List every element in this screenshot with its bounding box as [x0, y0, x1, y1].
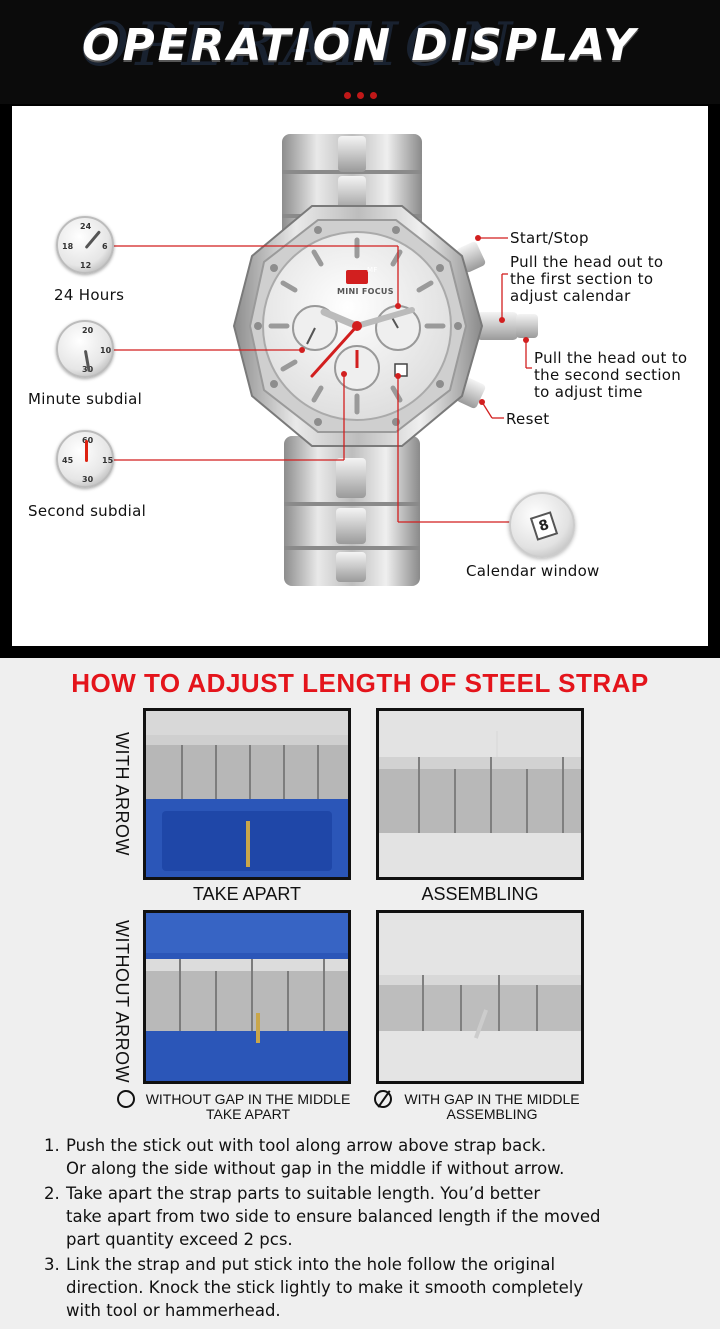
note-with-gap: WITH GAP IN THE MIDDLE ASSEMBLING — [404, 1091, 580, 1122]
slashed-circle-icon — [374, 1090, 392, 1108]
feature-label-minute-subdial: Minute subdial — [28, 390, 143, 408]
feature-label-second-subdial: Second subdial — [28, 502, 147, 520]
note-without-gap: WITHOUT GAP IN THE MIDDLE TAKE APART — [145, 1091, 351, 1122]
brand-name: MINI FOCUS — [337, 287, 394, 296]
second-subdial-icon: 60 45 15 30 — [56, 430, 114, 488]
row-label-without-arrow: WITHOUT ARROW — [112, 920, 132, 1084]
operation-panel: MF MINI FOCUS 24 18 6 12 24 Hours 20 10 … — [12, 106, 708, 646]
step-2: 2. Take apart the strap parts to suitabl… — [44, 1184, 601, 1249]
circle-icon — [117, 1090, 135, 1108]
hour-hand — [320, 308, 361, 330]
header-dots — [0, 84, 720, 103]
brand-logo-text: MF — [367, 266, 378, 274]
24-hour-subdial-icon: 24 18 6 12 — [56, 216, 114, 274]
step-1: 1. Push the stick out with tool along ar… — [44, 1136, 565, 1178]
strap-title: HOW TO ADJUST LENGTH OF STEEL STRAP — [71, 668, 649, 698]
subdial-left — [292, 305, 338, 351]
strap-bottom — [284, 436, 420, 586]
minute-hand — [354, 307, 415, 329]
calendar-zoom-icon: 8 — [509, 492, 575, 558]
feature-label-24-hours: 24 Hours — [54, 286, 125, 304]
photo-assembling-with-arrow — [376, 708, 584, 880]
photo-take-apart-with-arrow — [143, 708, 351, 880]
minute-subdial-icon: 20 10 30 — [56, 320, 114, 378]
pointer-lines — [100, 237, 532, 523]
subdial-bottom — [334, 345, 380, 391]
calendar-digit: 8 — [529, 511, 559, 541]
hour-markers — [268, 237, 446, 415]
bezel-screws — [254, 226, 462, 426]
page-title: OPERATION DISPLAY — [81, 20, 639, 71]
photo-assembling-without-arrow — [376, 910, 584, 1084]
caption-assembling: ASSEMBLING — [421, 884, 539, 904]
callout-second-section: Pull the head out to the second section … — [534, 349, 688, 401]
strap-section: HOW TO ADJUST LENGTH OF STEEL STRAP WITH… — [0, 658, 720, 1329]
caption-take-apart: TAKE APART — [192, 884, 302, 904]
row-label-with-arrow: WITH ARROW — [112, 732, 132, 856]
callout-reset: Reset — [506, 410, 550, 428]
callout-first-section: Pull the head out to the first section t… — [510, 253, 664, 305]
brand-logo-box — [346, 270, 368, 284]
callout-calendar-window: Calendar window — [466, 562, 600, 580]
header-banner: OPERATION OPERATION DISPLAY — [0, 0, 720, 104]
header-backdrop-text: OPERATION — [80, 10, 518, 80]
pointer-dots — [299, 235, 529, 405]
step-3: 3. Link the strap and put stick into the… — [44, 1255, 584, 1320]
callout-start-stop: Start/Stop — [510, 229, 589, 247]
photo-take-apart-without-arrow — [143, 910, 351, 1084]
instruction-steps: 1. Push the stick out with tool along ar… — [44, 1134, 704, 1324]
watch-illustration — [100, 134, 538, 586]
second-hand — [310, 324, 359, 378]
